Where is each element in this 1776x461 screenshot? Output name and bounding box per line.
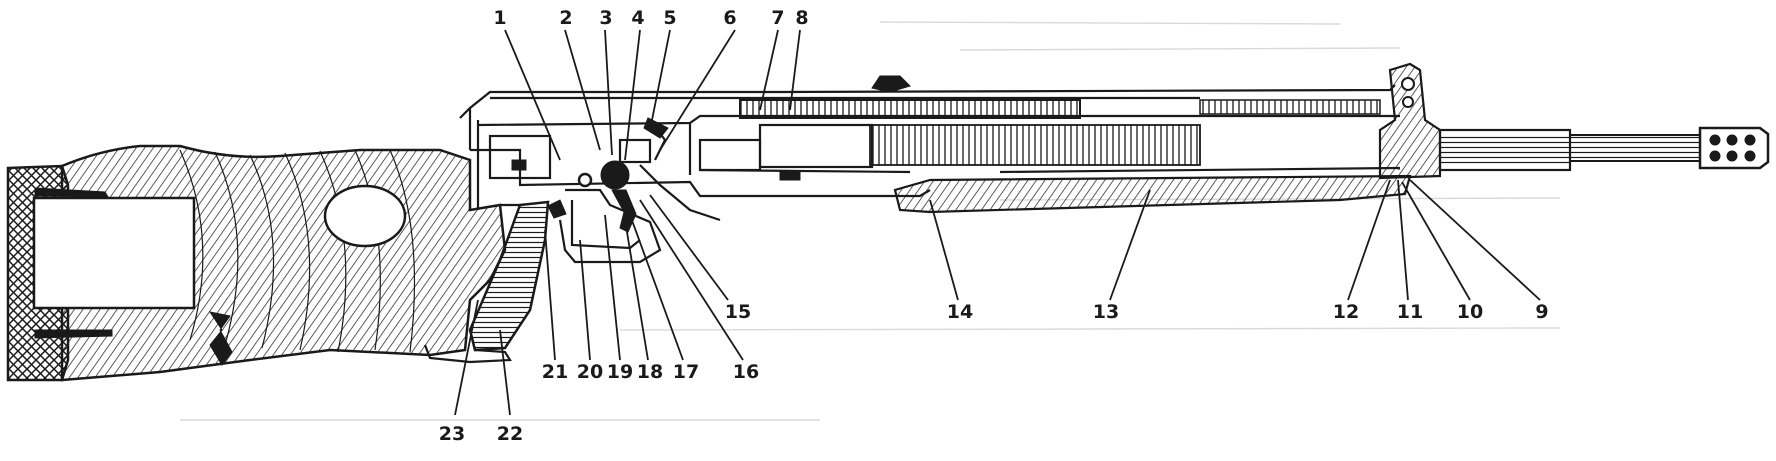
leader-1 [504, 29, 561, 161]
callout-3: 3 [599, 7, 612, 29]
callout-5: 5 [663, 7, 676, 29]
callout-10: 10 [1457, 301, 1483, 323]
callout-19: 19 [607, 361, 633, 383]
leader-14 [929, 199, 959, 301]
callout-9: 9 [1535, 301, 1548, 323]
callout-7: 7 [771, 7, 784, 29]
trigger-group [423, 117, 721, 364]
callout-20: 20 [577, 361, 603, 383]
leader-13 [1109, 189, 1151, 301]
leader-2 [564, 29, 601, 151]
leader-12 [1347, 179, 1391, 301]
callout-14: 14 [947, 301, 973, 323]
leader-lines [454, 29, 1541, 416]
callout-22: 22 [497, 423, 523, 445]
barrel [1438, 126, 1770, 172]
leader-16 [639, 199, 744, 361]
callout-15: 15 [725, 301, 751, 323]
leader-19 [604, 214, 621, 361]
callout-8: 8 [795, 7, 808, 29]
bolt-carrier [739, 99, 1081, 119]
callout-23: 23 [439, 423, 465, 445]
barrel-tube [1569, 134, 1701, 162]
callout-labels: 1 2 3 4 5 6 7 8 9 10 11 12 13 14 15 16 1… [439, 7, 1549, 445]
thumbhole [323, 184, 407, 248]
leader-21 [544, 229, 556, 361]
callout-18: 18 [637, 361, 663, 383]
leader-5 [649, 29, 671, 131]
leader-11 [1397, 179, 1409, 301]
leader-17 [629, 214, 684, 361]
receiver [459, 62, 1442, 210]
callout-16: 16 [733, 361, 759, 383]
callout-21: 21 [542, 361, 568, 383]
callout-11: 11 [1397, 301, 1423, 323]
callout-4: 4 [631, 7, 644, 29]
callout-12: 12 [1333, 301, 1359, 323]
leader-23 [454, 299, 479, 416]
callout-2: 2 [559, 7, 572, 29]
leader-20 [579, 239, 591, 361]
leader-18 [624, 219, 649, 361]
callout-17: 17 [673, 361, 699, 383]
stock-window [32, 196, 196, 310]
leader-15 [649, 194, 729, 301]
rear-sight [871, 75, 911, 93]
magazine [468, 200, 550, 352]
leader-4 [624, 29, 641, 161]
callout-6: 6 [723, 7, 736, 29]
leader-3 [604, 29, 613, 156]
leader-6 [659, 29, 736, 151]
leader-7 [759, 29, 779, 111]
buttstock [6, 144, 507, 382]
leader-10 [1401, 181, 1471, 301]
leader-22 [499, 329, 511, 416]
callout-1: 1 [493, 7, 506, 29]
callout-13: 13 [1093, 301, 1119, 323]
forend [893, 166, 1412, 214]
leader-9 [1409, 179, 1541, 301]
leader-8 [789, 29, 801, 111]
muzzle-brake [1698, 126, 1770, 170]
